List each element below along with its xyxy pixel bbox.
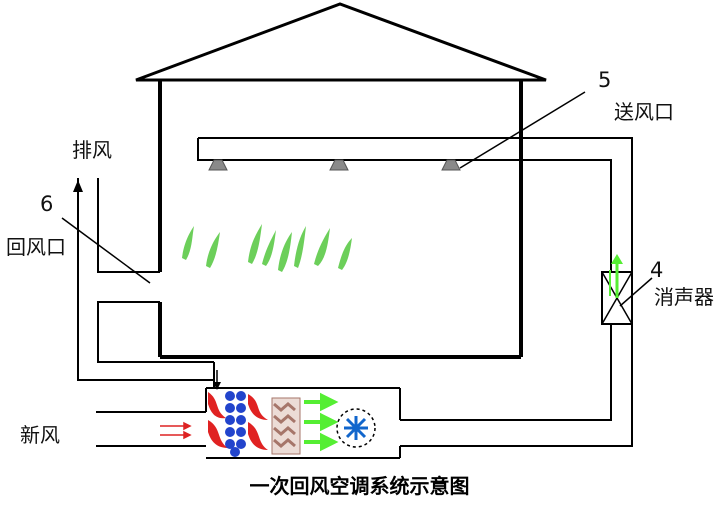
coil-section [271, 397, 301, 455]
return-inlet-label: 回风口 [6, 235, 66, 259]
supply-nozzle [208, 159, 228, 171]
diagram-caption: 一次回风空调系统示意图 [249, 474, 470, 498]
return-inlet-number: 6 [40, 192, 54, 216]
exhaust-label: 排风 [72, 138, 112, 162]
return-duct [77, 178, 214, 381]
mixing-damper [213, 370, 221, 390]
fresh-air-duct [96, 362, 215, 447]
supply-nozzle [329, 159, 349, 171]
roof [135, 2, 547, 82]
room-air-leaves [182, 224, 352, 272]
heating-section [208, 392, 268, 450]
filter-section [225, 391, 246, 457]
supply-nozzle [441, 159, 461, 171]
room-walls [158, 80, 523, 359]
silencer-label: 消声器 [654, 285, 714, 309]
leader-line-6 [61, 217, 151, 284]
exhaust-arrow [73, 180, 83, 226]
fan [336, 408, 376, 448]
silencer-box [601, 254, 633, 325]
silencer-number: 4 [650, 258, 664, 282]
supply-outlet-label: 送风口 [614, 100, 674, 124]
supply-duct [197, 137, 633, 447]
air-handling-unit [206, 387, 401, 459]
fresh-air-arrows [160, 421, 192, 440]
supply-outlet-number: 5 [598, 68, 612, 92]
fresh-air-label: 新风 [20, 423, 60, 447]
leader-lines [61, 91, 653, 307]
leader-line-5 [459, 91, 586, 169]
airflow-arrows [304, 392, 339, 452]
leader-line-4 [619, 277, 653, 307]
supply-nozzles [208, 159, 461, 171]
